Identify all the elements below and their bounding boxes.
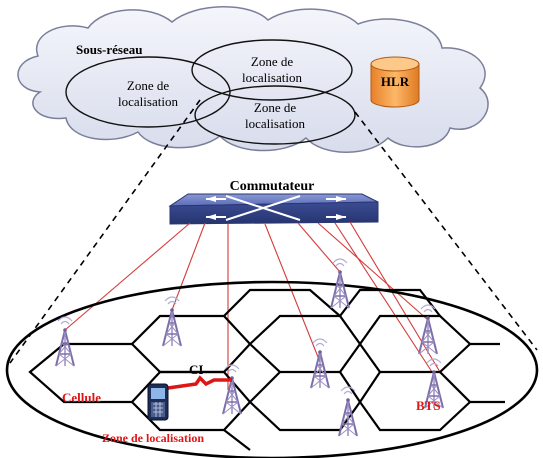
zone-1-label-line2: localisation [118,94,178,109]
zone-1-label-line1: Zone de [127,78,169,93]
location-zone-label: Zone de localisation [102,431,204,445]
zone-2-label-line2: localisation [242,70,302,85]
cell-label: Cellule [62,390,101,405]
subnetwork-label: Sous-réseau [76,42,142,57]
cell-grid [28,288,505,451]
antenna-tower-icon-4 [418,304,438,355]
switch-label: Commutateur [230,179,315,194]
bts-label: BTS [416,398,441,413]
mobile-phone-icon [147,383,169,421]
zone-2-label-line1: Zone de [251,54,293,69]
hlr-label: HLR [381,74,410,89]
network-switch-icon [168,193,379,225]
location-zone-area [5,280,539,458]
antenna-tower-icon-2 [162,296,182,347]
ci-link [167,375,232,390]
location-zone-3: Zone de localisation [194,85,356,145]
subnetwork-cloud [17,6,489,153]
location-zone-1: Zone de localisation [65,56,231,128]
hlr-database-icon [370,56,420,108]
switch-tower-links [64,221,441,390]
ci-label: CI [189,362,203,377]
zone-3-label-line1: Zone de [254,100,296,115]
location-zone-2: Zone de localisation [191,39,353,101]
projection-line-right [354,111,538,351]
zone-3-label-line2: localisation [245,116,305,131]
